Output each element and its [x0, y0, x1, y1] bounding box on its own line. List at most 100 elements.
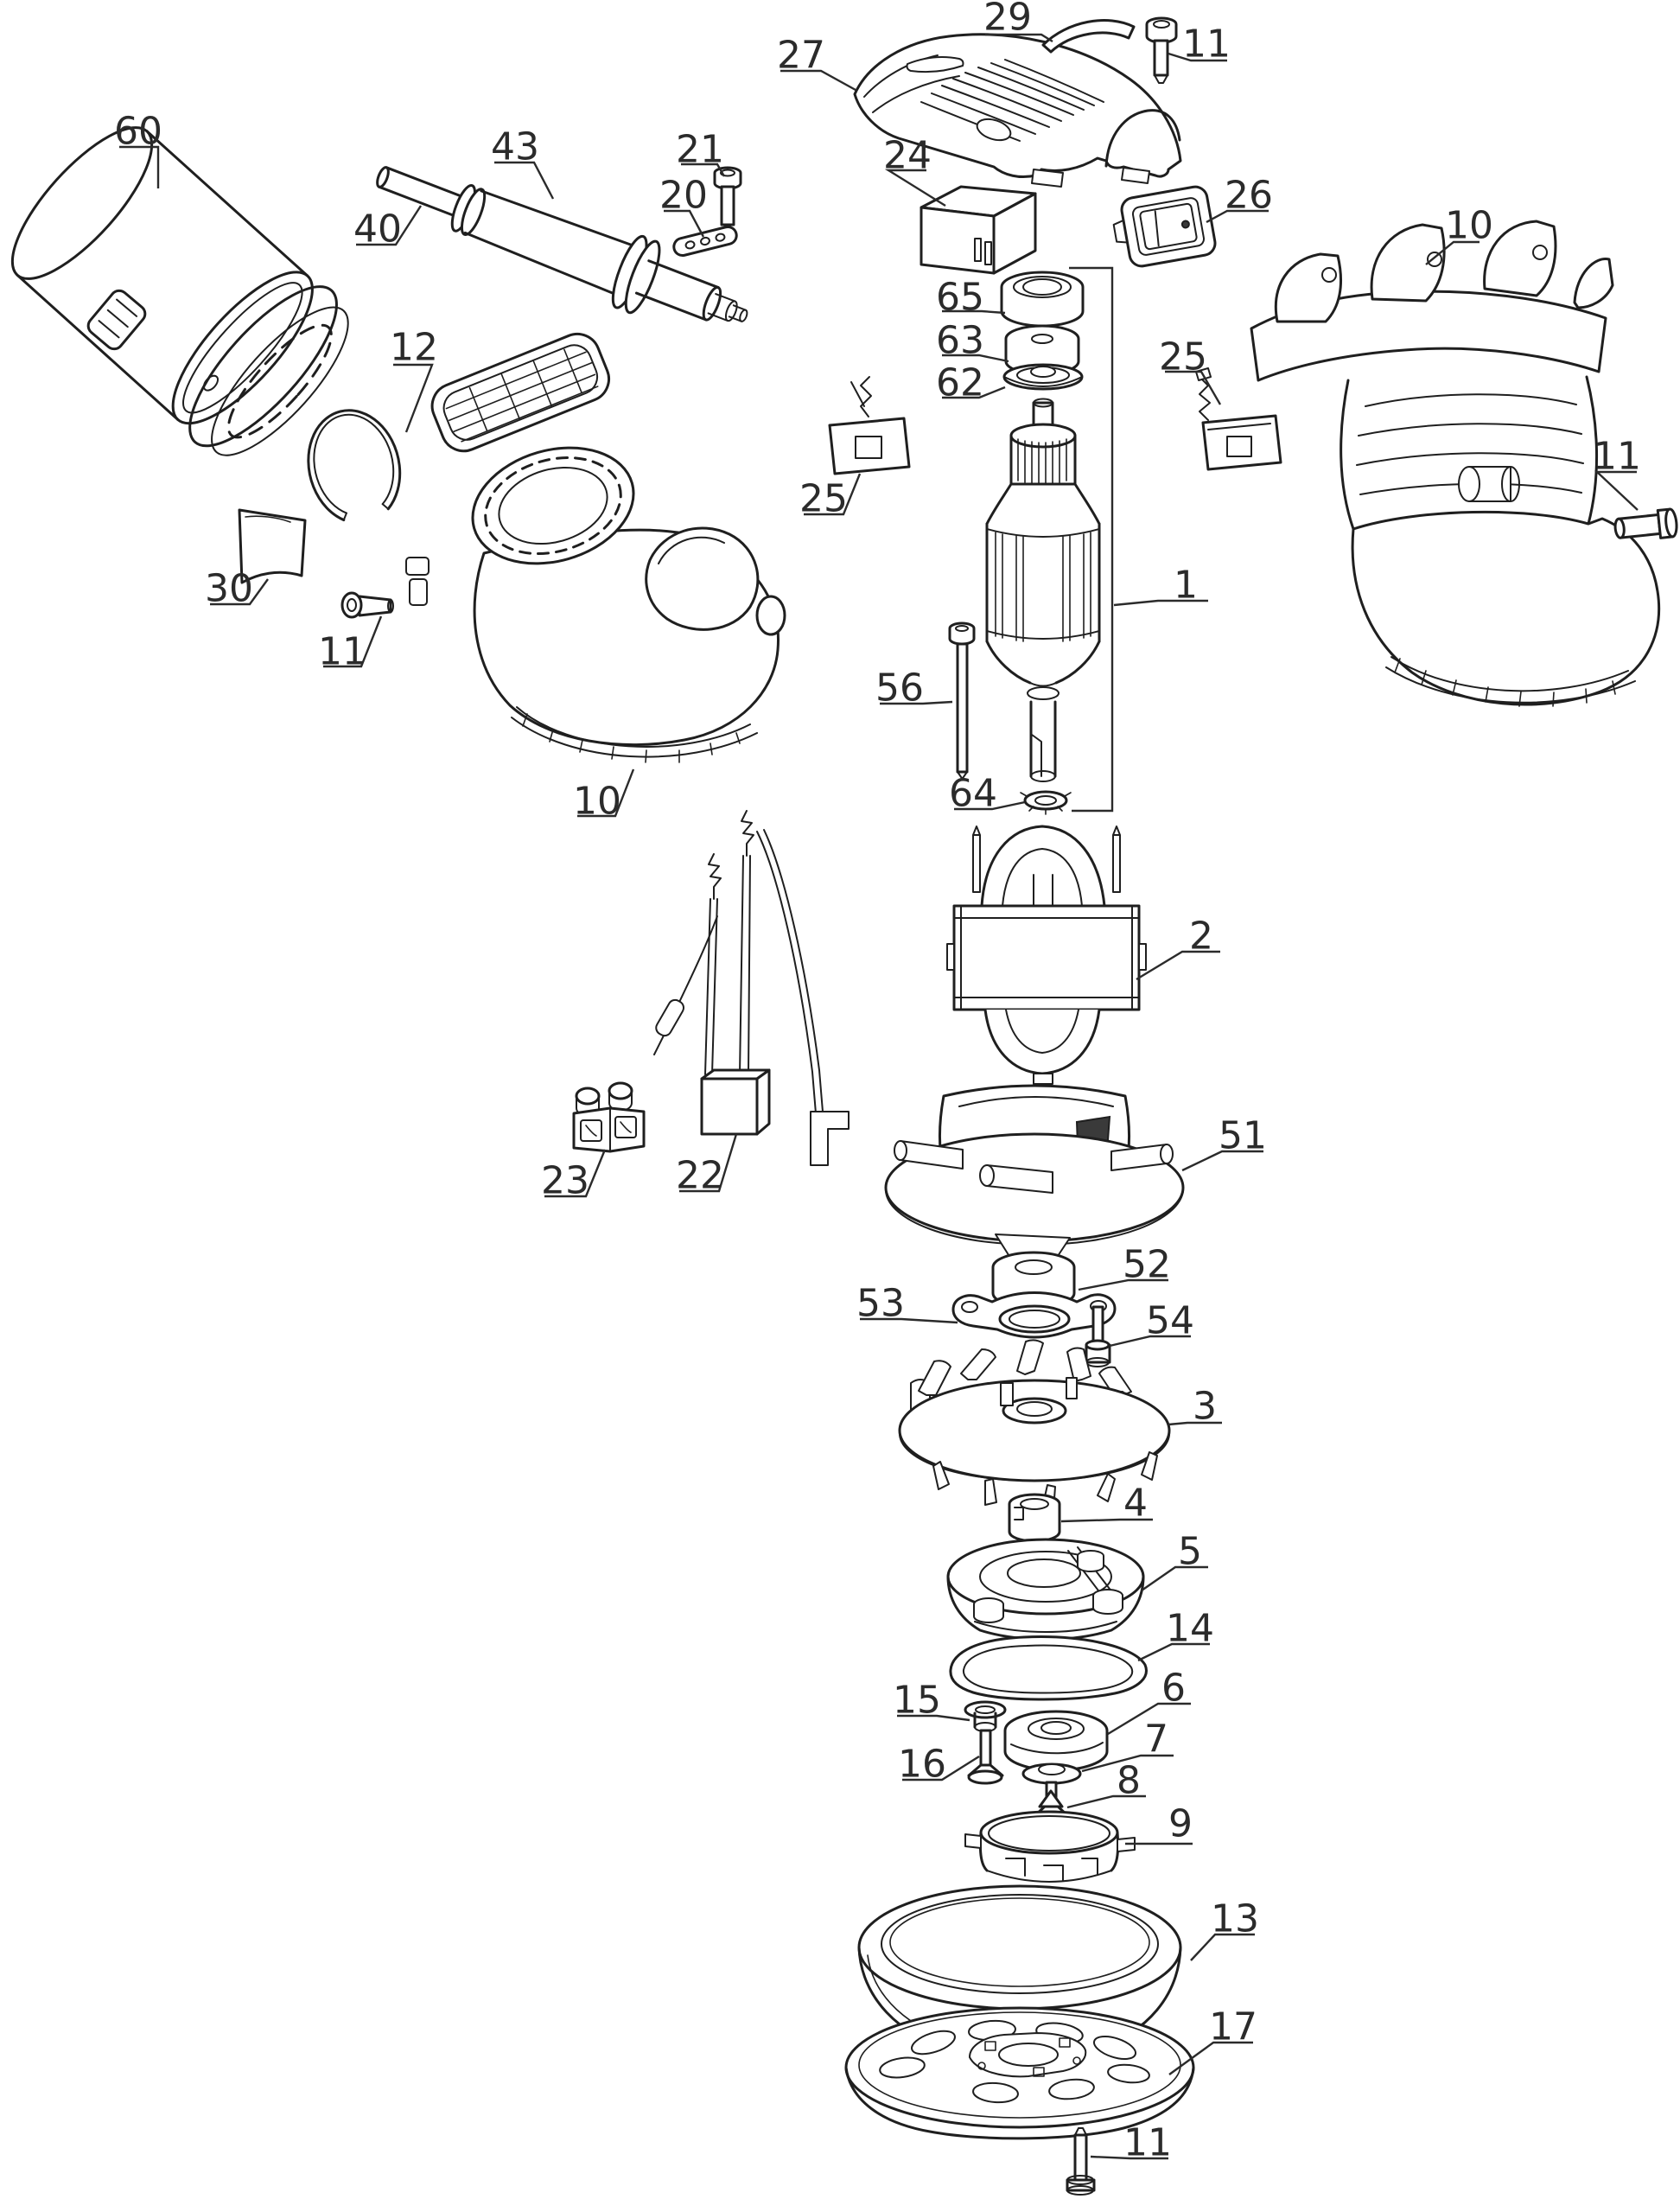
callout-retaining-ring: 12	[390, 326, 438, 370]
callout-seal-ring: 14	[1166, 1607, 1214, 1651]
grommet	[964, 1700, 1007, 1732]
screw-11-right	[1613, 507, 1678, 539]
callout-leader-baffle	[1181, 1150, 1263, 1172]
callout-screw-11-right: 11	[1593, 435, 1641, 479]
dust-canister	[10, 126, 349, 456]
callout-fan: 3	[1193, 1385, 1217, 1429]
callout-leader-brush-left	[804, 473, 862, 516]
callout-capacitor-leadwire: 22	[676, 1154, 724, 1198]
callout-leader-spacer	[1060, 1518, 1153, 1523]
callout-leader-spindle-shaft	[494, 161, 555, 200]
spacer	[1008, 1493, 1061, 1543]
callout-bearing-plate: 53	[856, 1282, 905, 1326]
callout-leader-bearing-63	[942, 354, 1009, 363]
callout-leader-terminal-block	[544, 1149, 607, 1198]
cover-insert	[1041, 19, 1136, 54]
callout-screw-11-left: 11	[318, 630, 366, 674]
housing-right	[1250, 220, 1661, 707]
callout-baffle: 51	[1219, 1114, 1267, 1158]
callout-drive-hub: 9	[1168, 1802, 1193, 1846]
callout-lock-key: 20	[659, 174, 708, 218]
brush-left	[828, 376, 911, 475]
callout-screw-54: 54	[1146, 1299, 1194, 1343]
bearing-plate	[951, 1291, 1117, 1339]
callout-lock-washer: 64	[949, 772, 997, 816]
backing-pad	[844, 2006, 1195, 2140]
callout-brush-right: 25	[1159, 335, 1207, 379]
terminal-block	[572, 1081, 646, 1153]
callout-bearing-6: 6	[1161, 1667, 1186, 1711]
callout-cover-insert: 29	[983, 0, 1032, 40]
callout-leader-fan-washer	[942, 386, 1006, 399]
housing-collar	[471, 446, 635, 565]
housing-left	[405, 332, 786, 763]
callout-leader-terminal-box	[884, 169, 946, 207]
lock-washer	[1020, 790, 1072, 815]
callout-leader-lock-washer	[954, 800, 1026, 811]
callout-leader-screw-16	[902, 1755, 980, 1782]
callout-leader-screw-21	[681, 163, 726, 177]
field	[946, 825, 1147, 1085]
bearing-65	[1000, 271, 1085, 328]
callout-fan-washer: 62	[936, 361, 984, 405]
terminal-box	[920, 185, 1037, 275]
screw-11-left	[340, 591, 394, 619]
armature	[985, 398, 1101, 782]
callout-armature: 1	[1174, 564, 1198, 608]
callout-bearing-retainer: 52	[1123, 1243, 1171, 1287]
callout-housing-right: 10	[1445, 204, 1493, 248]
callout-leader-dust-canister	[119, 145, 160, 188]
callout-leader-housing-left	[577, 768, 635, 818]
callout-leader-bearing-6	[1107, 1702, 1191, 1736]
callout-leader-top-cover	[780, 69, 856, 92]
callout-leader-fan	[1168, 1421, 1222, 1426]
seal-ring	[949, 1635, 1148, 1701]
callout-terminal-block: 23	[541, 1159, 589, 1203]
callout-field: 2	[1189, 915, 1213, 959]
retaining-ring	[307, 409, 402, 522]
callout-screw-21: 21	[676, 128, 724, 172]
callout-leader-switch	[1206, 209, 1269, 224]
callout-leader-label	[210, 578, 269, 606]
callout-leader-field	[1136, 950, 1220, 981]
callout-bearing-65: 65	[936, 276, 984, 320]
callout-switch: 26	[1225, 174, 1273, 218]
callout-leader-retaining-ring	[393, 363, 434, 433]
label-sheet	[238, 508, 307, 584]
callout-leader-bearing-retainer	[1078, 1278, 1168, 1291]
callout-leader-screw-54	[1109, 1335, 1191, 1348]
callout-bearing-63: 63	[936, 319, 984, 363]
bearing-6	[1003, 1710, 1109, 1772]
callout-dust-canister: 60	[114, 110, 162, 154]
callout-leader-cover-insert	[985, 33, 1053, 43]
canister-knob	[86, 289, 147, 351]
counterweight	[946, 1538, 1145, 1641]
callout-housing-left: 10	[573, 780, 621, 824]
screw-56	[948, 621, 976, 780]
callout-leader-shaft-sleeve	[356, 205, 423, 246]
armature-bracket	[1069, 266, 1114, 813]
screw-11-bottom	[1066, 2127, 1096, 2196]
callout-spindle-shaft: 43	[491, 125, 539, 169]
callout-grommet: 15	[893, 1679, 941, 1723]
callout-leader-counterweight	[1141, 1565, 1208, 1591]
callout-screw-8: 8	[1117, 1759, 1141, 1803]
capacitor-leadwire	[653, 810, 850, 1166]
callout-top-cover: 27	[777, 34, 825, 78]
lock-key	[672, 225, 738, 258]
callout-leader-housing-right	[1425, 240, 1480, 265]
screw-16	[967, 1729, 1004, 1785]
baffle	[884, 1084, 1185, 1270]
callout-screw-56: 56	[875, 666, 924, 711]
callout-spacer: 4	[1123, 1482, 1148, 1526]
fan-washer-62	[1002, 363, 1084, 391]
callout-label: 30	[205, 567, 253, 611]
spindle-shaft	[376, 166, 748, 322]
callout-leader-capacitor-leadwire	[679, 1133, 738, 1193]
callout-leader-screw-11-right	[1594, 470, 1639, 511]
callout-screw-11-bottom: 11	[1123, 2121, 1172, 2165]
callout-leader-lock-key	[664, 209, 705, 238]
callout-leader-bearing-65	[942, 309, 1006, 315]
